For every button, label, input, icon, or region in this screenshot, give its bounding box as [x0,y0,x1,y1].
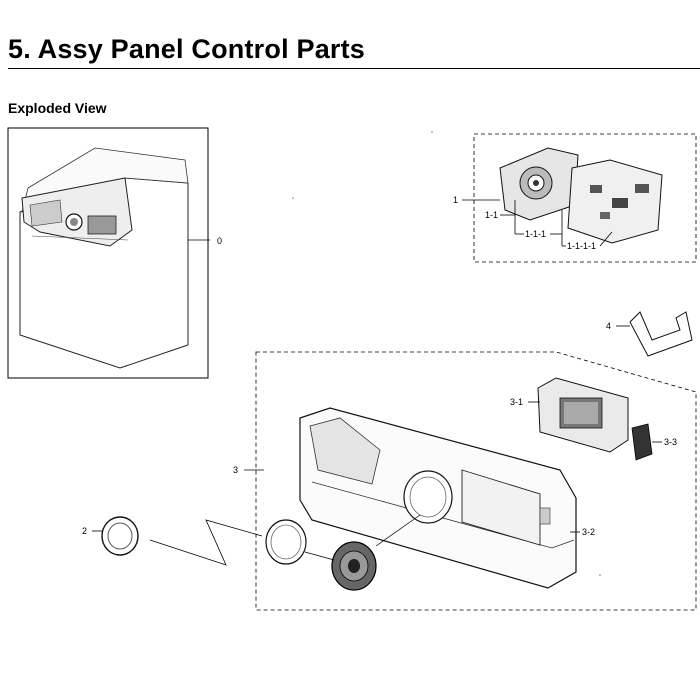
callout-3-3: 3-3 [664,437,677,447]
callout-1-1-1: 1-1-1 [525,229,546,239]
washer-overview: 0 [7,127,222,379]
scan-dot [431,131,433,133]
callout-1-1-1-1-pointer [599,231,613,247]
panel-drawer-slot [309,417,381,485]
ring-assembly-line [149,519,263,566]
pcb-chip-a [590,185,602,193]
rotary-knob-center [348,559,360,573]
pcb-assembly-group: 1 1-1 1-1-1 1-1-1-1 [453,133,697,263]
callout-4: 4 [606,321,611,331]
callout-2: 2 [82,526,87,536]
panel-lower-edge [311,481,575,549]
page-title: 5. Assy Panel Control Parts [8,34,366,64]
panel-group-dashed-frame [255,351,697,611]
washer-detergent-drawer [29,199,63,227]
pcb-chip-c [600,212,610,219]
callout-1: 1 [453,195,458,205]
pcb-chip-b [612,198,628,208]
panel-side-button [539,507,551,525]
knob-to-panel-line [375,514,421,547]
callout-1-1: 1-1 [485,210,498,220]
trim-ring-inner [270,524,302,560]
washer-overview-frame [7,127,209,379]
ring-outer [101,516,139,556]
knob-assembly-line [304,551,335,561]
title-underline [8,68,700,69]
washer-panel-edge [31,235,129,241]
display-pcb-screen-inner [564,402,598,424]
panel-knob-hole [403,470,453,524]
bracket-shape [629,311,693,357]
small-module [631,423,653,461]
callout-3: 3 [233,465,238,475]
washer-dial-center [70,218,78,226]
scan-dot [292,197,294,199]
section-subtitle: Exploded View [8,100,107,116]
pcb-encoder-center [533,180,539,186]
panel-knob-hole-inner [409,476,447,518]
callout-1-1-1-1: 1-1-1-1 [567,241,596,251]
callout-3-1: 3-1 [510,397,523,407]
bracket-part: 4 [606,311,693,357]
washer-display [87,215,117,235]
trim-ring [265,519,307,565]
pcb-chip-d [635,184,649,193]
scan-dot [599,574,601,576]
ring-part: 2 [82,516,263,566]
callout-0: 0 [217,236,222,246]
callout-3-2: 3-2 [582,527,595,537]
panel-assembly-group: 3 3-1 3-2 3-3 [233,351,697,611]
panel-display-window [461,469,541,546]
ring-inner [107,522,133,550]
